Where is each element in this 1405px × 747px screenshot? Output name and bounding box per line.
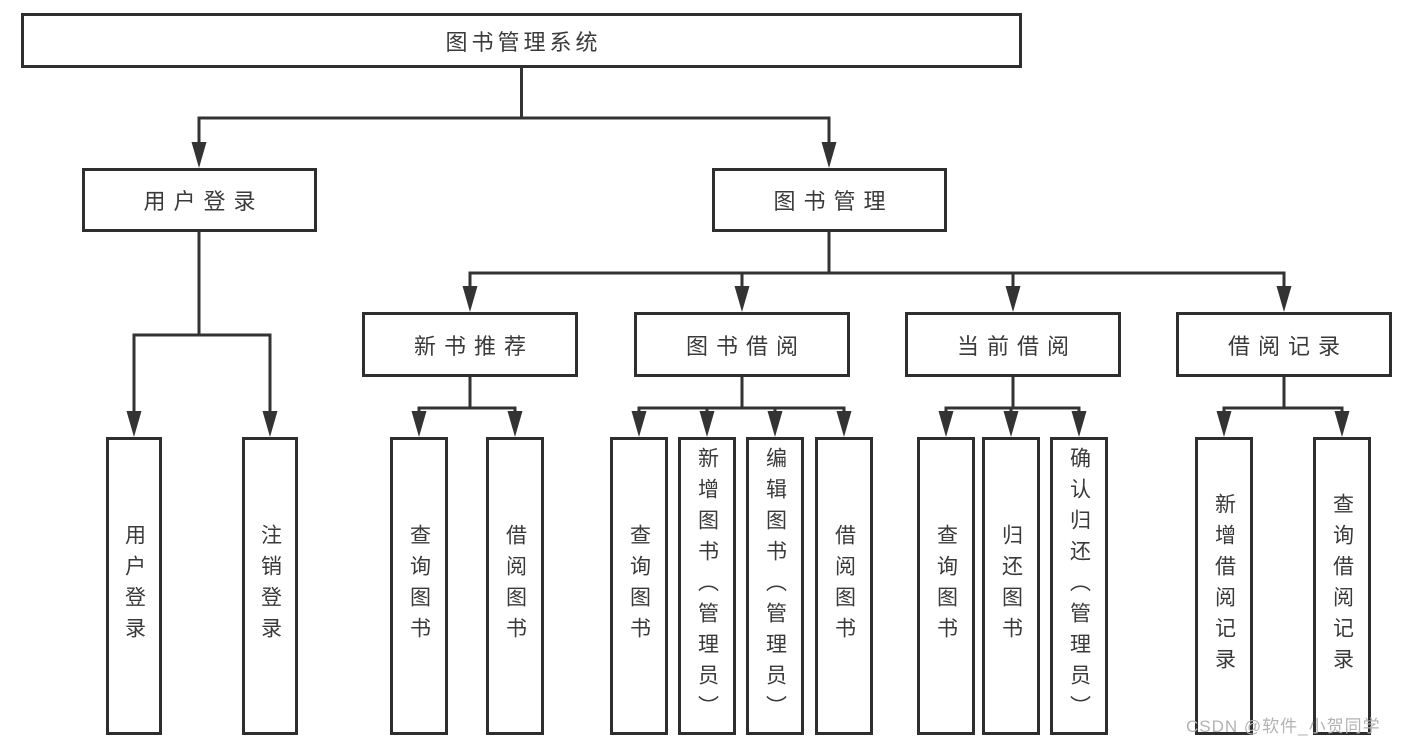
leaf-records-query: 查询借阅记录 [1313, 437, 1371, 735]
node-user-login: 用户登录 [82, 168, 317, 232]
node-new-books-label: 新书推荐 [413, 333, 534, 359]
node-book-borrowing-label: 图书借阅 [685, 333, 806, 359]
leaf-newbooks-query-label: 查询图书 [407, 524, 431, 648]
leaf-user-login: 用户登录 [106, 437, 162, 735]
leaf-newbooks-query: 查询图书 [390, 437, 448, 735]
leaf-current-return-label: 归还图书 [999, 524, 1023, 648]
leaf-logout-label: 注销登录 [258, 524, 282, 648]
leaf-borrowing-borrow: 借阅图书 [815, 437, 873, 735]
leaf-borrowing-query-label: 查询图书 [627, 524, 651, 648]
leaf-current-confirm-label: 确认归还（管理员） [1067, 446, 1091, 726]
node-book-borrowing: 图书借阅 [634, 312, 850, 377]
leaf-borrowing-edit-label: 编辑图书（管理员） [763, 446, 787, 726]
leaf-records-add: 新增借阅记录 [1195, 437, 1253, 735]
leaf-current-confirm: 确认归还（管理员） [1050, 437, 1108, 735]
leaf-current-query: 查询图书 [917, 437, 975, 735]
node-user-login-label: 用户登录 [143, 189, 264, 214]
node-current-borrowing-label: 当前借阅 [956, 333, 1077, 359]
leaf-current-query-label: 查询图书 [934, 524, 958, 648]
node-book-manage-label: 图书管理 [773, 189, 894, 214]
node-borrow-records-label: 借阅记录 [1227, 333, 1348, 359]
leaf-borrowing-add-label: 新增图书（管理员） [695, 446, 719, 726]
leaf-borrowing-edit: 编辑图书（管理员） [746, 437, 804, 735]
leaf-borrowing-add: 新增图书（管理员） [678, 437, 736, 735]
leaf-logout: 注销登录 [242, 437, 298, 735]
node-current-borrowing: 当前借阅 [905, 312, 1121, 377]
leaf-newbooks-borrow: 借阅图书 [486, 437, 544, 735]
node-root-label: 图书管理系统 [445, 29, 602, 55]
node-borrow-records: 借阅记录 [1176, 312, 1392, 377]
leaf-borrowing-borrow-label: 借阅图书 [832, 524, 856, 648]
csdn-watermark: CSDN @软件_小贺同学 [1186, 717, 1381, 736]
node-new-books: 新书推荐 [362, 312, 578, 377]
leaf-newbooks-borrow-label: 借阅图书 [503, 524, 527, 648]
leaf-records-query-label: 查询借阅记录 [1330, 493, 1354, 679]
leaf-current-return: 归还图书 [982, 437, 1040, 735]
node-root: 图书管理系统 [21, 13, 1022, 68]
leaf-borrowing-query: 查询图书 [610, 437, 668, 735]
node-book-manage: 图书管理 [712, 168, 947, 232]
leaf-user-login-label: 用户登录 [122, 524, 146, 648]
leaf-records-add-label: 新增借阅记录 [1212, 493, 1236, 679]
